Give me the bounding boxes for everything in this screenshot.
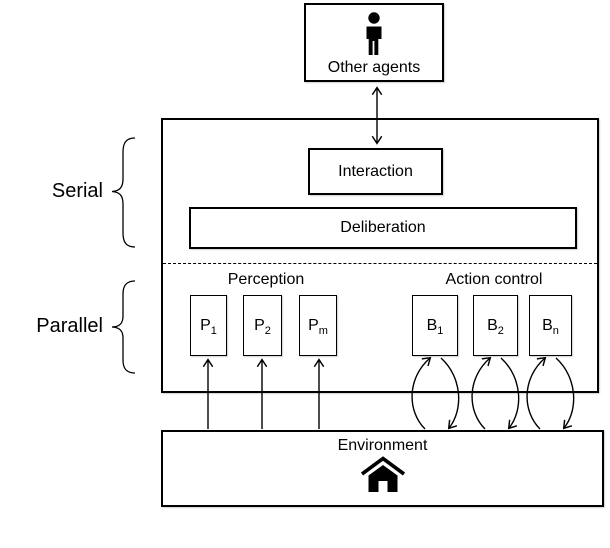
action-module-bn: Bn [529, 295, 572, 356]
other-agents-label: Other agents [327, 59, 421, 76]
parallel-brace [111, 280, 136, 374]
other-agents-box: Other agents [304, 3, 444, 82]
parallel-label: Parallel [36, 315, 103, 337]
module-label: P1 [200, 316, 217, 337]
deliberation-box: Deliberation [189, 207, 577, 249]
perception-module-pm: Pm [299, 295, 337, 356]
environment-box: Environment [161, 430, 604, 507]
action-module-b1: B1 [412, 295, 458, 356]
interaction-label: Interaction [338, 162, 413, 180]
perception-module-p2: P2 [243, 295, 282, 356]
module-label: B2 [487, 316, 504, 337]
module-label: P2 [254, 316, 271, 337]
module-label: Pm [308, 316, 328, 337]
serial-brace [111, 137, 136, 248]
serial-parallel-divider [163, 263, 597, 264]
environment-label: Environment [337, 437, 428, 454]
environment-content: Environment [163, 432, 602, 505]
other-agents-content: Other agents [306, 5, 442, 80]
deliberation-label: Deliberation [340, 219, 426, 236]
perception-module-p1: P1 [190, 295, 227, 356]
house-icon [360, 456, 405, 492]
action-control-group-label: Action control [445, 271, 543, 288]
serial-label: Serial [51, 180, 103, 202]
action-module-b2: B2 [473, 295, 518, 356]
interaction-box: Interaction [308, 148, 443, 195]
module-label: Bn [542, 316, 559, 337]
person-icon [366, 12, 382, 55]
perception-group-label: Perception [227, 271, 305, 288]
module-label: B1 [426, 316, 444, 337]
